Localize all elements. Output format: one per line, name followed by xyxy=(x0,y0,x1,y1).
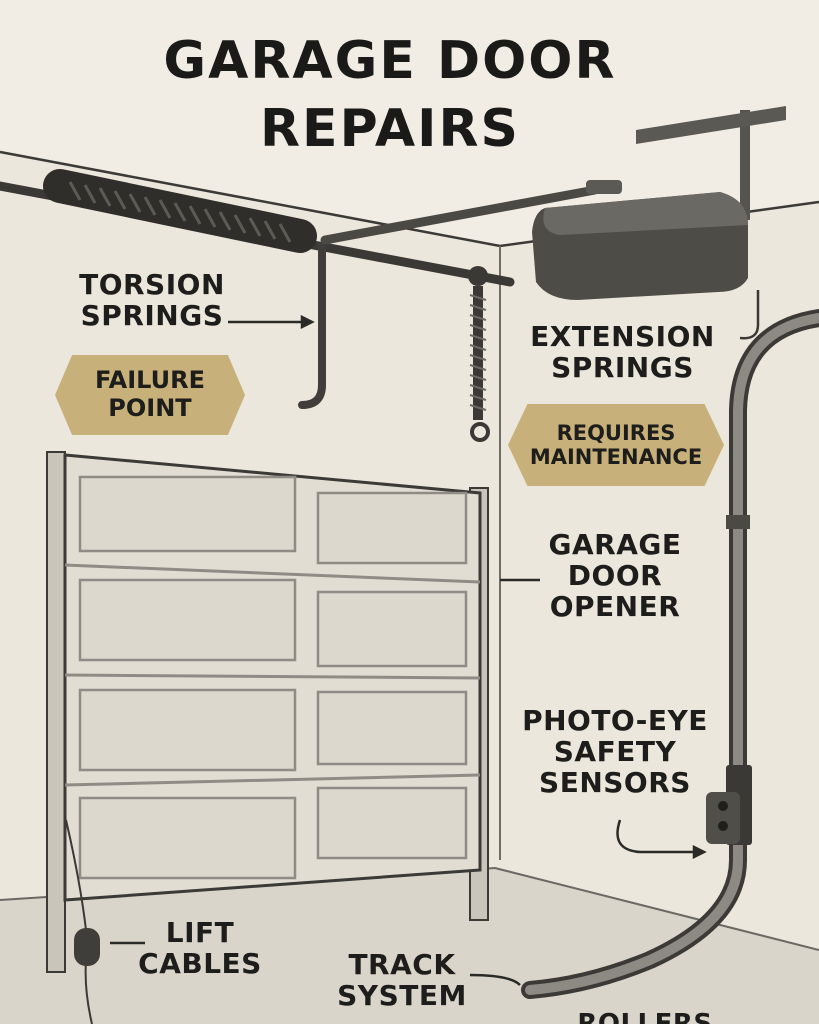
label-torsion-springs: TORSION SPRINGS xyxy=(79,268,225,332)
track-system xyxy=(521,309,819,999)
extension-spring xyxy=(468,266,490,442)
label-garage-door-opener: GARAGE DOOR OPENER xyxy=(548,528,682,623)
label-photo-eye-sensors: PHOTO-EYE SAFETY SENSORS xyxy=(522,704,708,799)
opener-rail xyxy=(320,185,600,245)
opener-callout-line xyxy=(739,290,760,340)
bracket-hook xyxy=(298,242,326,409)
photo-eye-sensor xyxy=(706,765,752,845)
title-line-1: GARAGE DOOR xyxy=(163,31,617,91)
label-lift-cables: LIFT CABLES xyxy=(138,916,262,980)
label-rollers: ROLLERS xyxy=(555,1010,735,1024)
badge-requires-maintenance: REQUIRES MAINTENANCE xyxy=(508,404,724,486)
garage-door xyxy=(46,451,489,973)
page-title: GARAGE DOOR REPAIRS xyxy=(0,28,780,163)
floor xyxy=(0,868,819,1024)
opener-motor-unit xyxy=(532,106,786,300)
callout-lines xyxy=(110,314,707,986)
title-line-2: REPAIRS xyxy=(260,98,520,159)
lift-cable xyxy=(65,819,100,1024)
badge-failure-point: FAILURE POINT xyxy=(55,355,245,435)
label-track-system: TRACK SYSTEM xyxy=(337,948,467,1012)
label-extension-springs: EXTENSION SPRINGS xyxy=(530,320,715,384)
torsion-spring xyxy=(0,169,515,287)
